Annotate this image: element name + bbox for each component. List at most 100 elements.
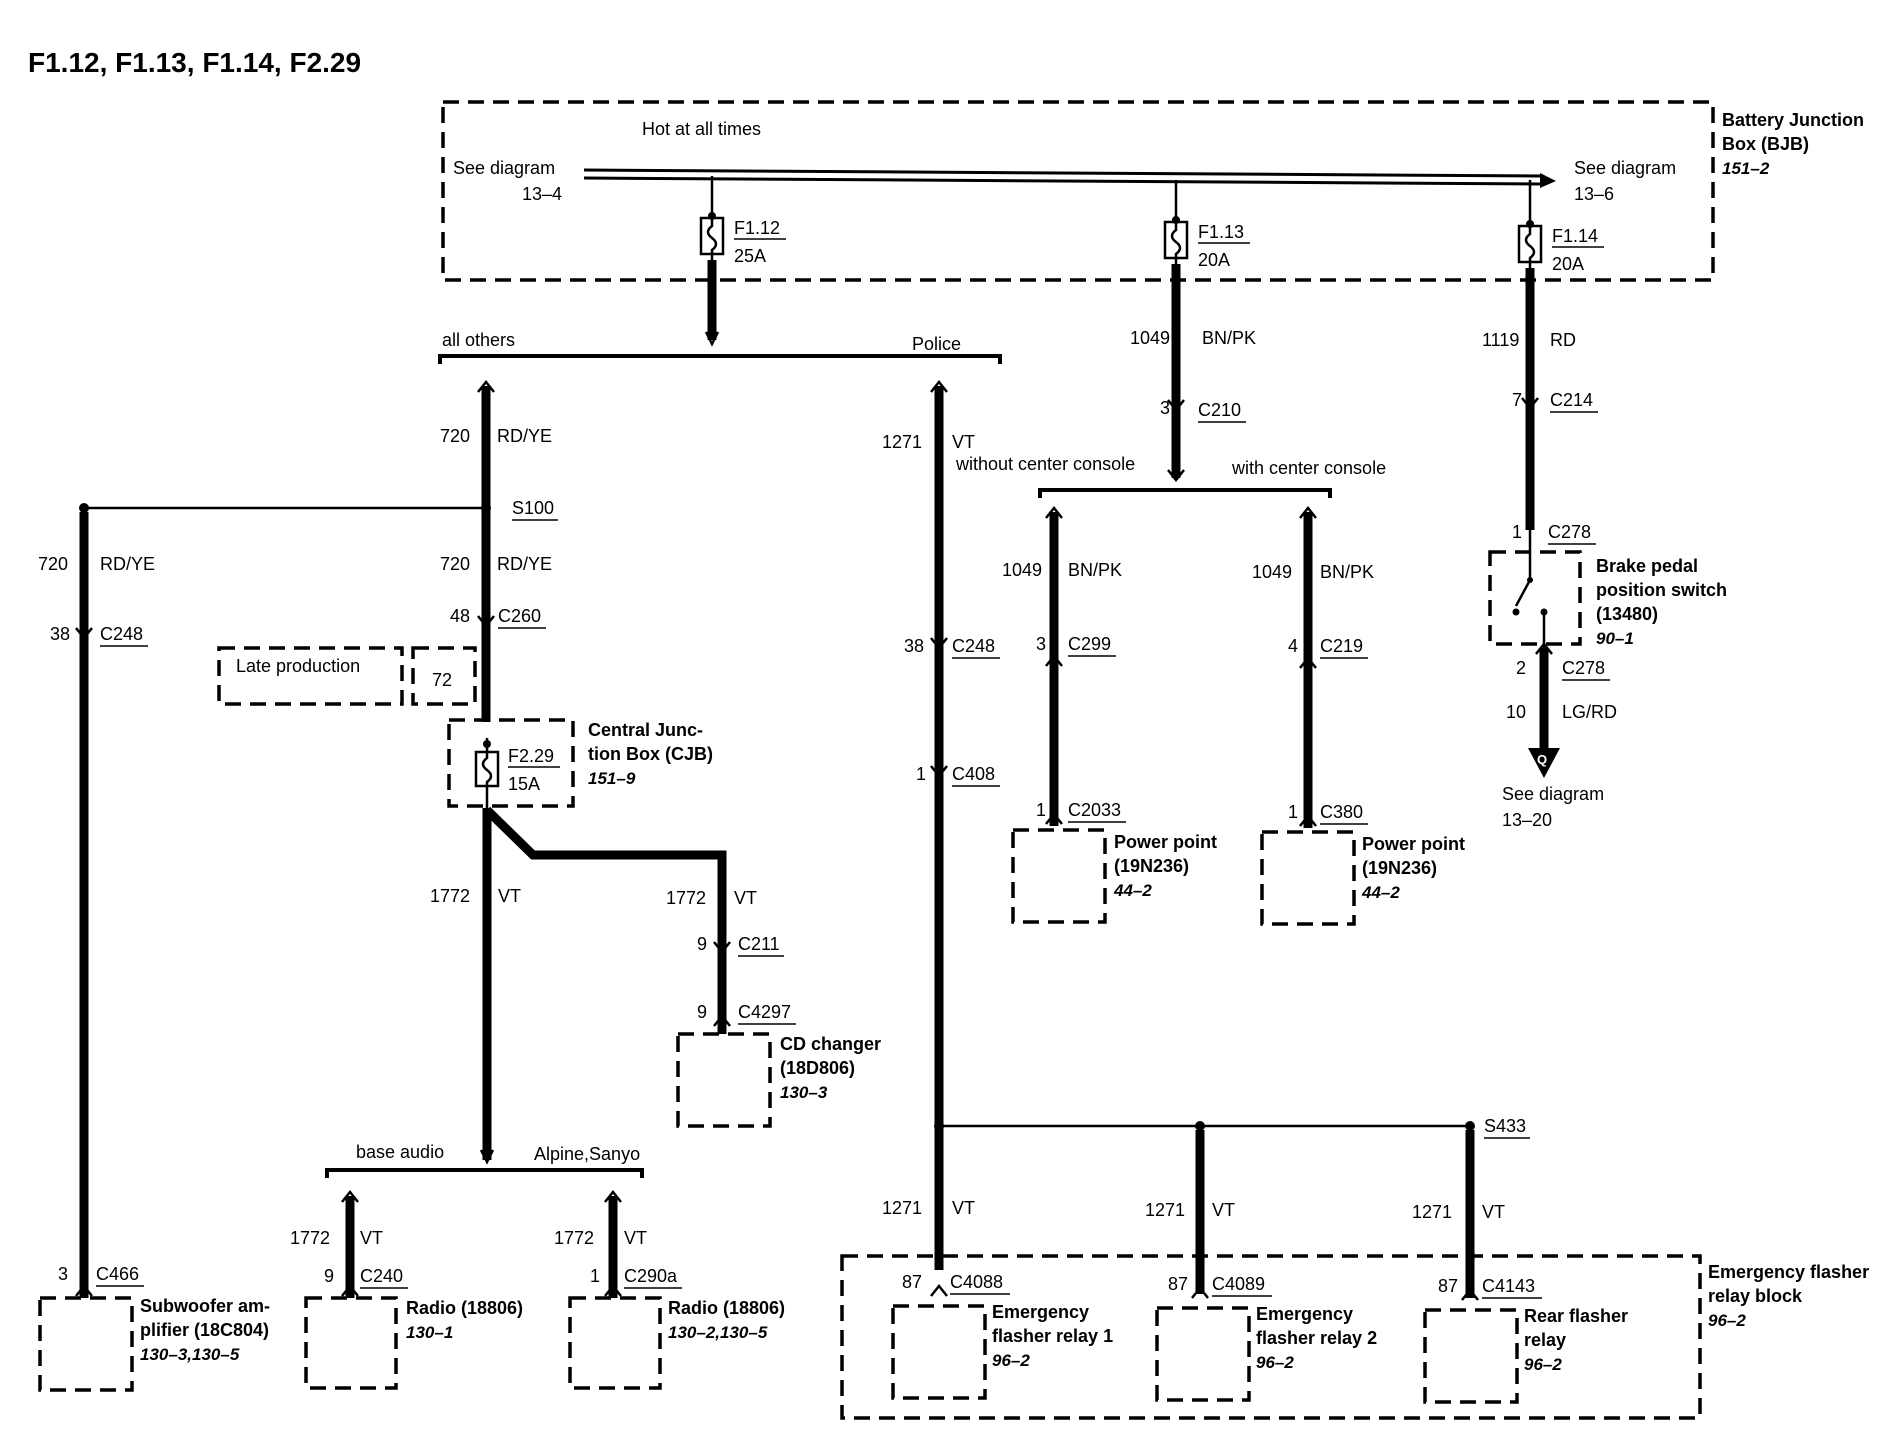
- wire-1271-color-a: VT: [952, 432, 975, 452]
- connector-c219: C219: [1320, 636, 1363, 656]
- efr-block-box: [840, 1254, 1702, 1420]
- bjb-name-2: Box (BJB): [1722, 134, 1809, 154]
- power-point-1-ref: 44–2: [1113, 881, 1152, 900]
- wire-1119-num: 1119: [1482, 330, 1519, 350]
- connector-c278-out: C278: [1562, 658, 1605, 678]
- option-bracket-audio: [325, 1168, 644, 1178]
- cd-changer-part: (18D806): [780, 1058, 855, 1078]
- splice-s433-dot: [1465, 1121, 1475, 1131]
- cd-changer-ref: 130–3: [780, 1083, 828, 1102]
- pin-c260: 48: [450, 606, 470, 626]
- subwoofer-name-1: Subwoofer am-: [140, 1296, 270, 1316]
- connector-c248-police: C248: [952, 636, 995, 656]
- wire-1271-num-a: 1271: [882, 432, 922, 452]
- connector-c278-in: C278: [1548, 522, 1591, 542]
- brake-switch-box: [1488, 550, 1582, 646]
- bjb-box: [441, 100, 1715, 282]
- connector-c210: C210: [1198, 400, 1241, 420]
- fuse-f1-12-id: F1.12: [734, 218, 780, 238]
- pin-c210: 3: [1160, 398, 1170, 418]
- wire-1772-num-b: 1772: [666, 888, 706, 908]
- wire-1049-num-c: 1049: [1252, 562, 1292, 582]
- fuse-f2-29-amp: 15A: [508, 774, 540, 794]
- efr1-name-2: flasher relay 1: [992, 1326, 1113, 1346]
- wire-1772-color-d: VT: [624, 1228, 647, 1248]
- brake-switch-part: (13480): [1596, 604, 1658, 624]
- branch-alpine-sanyo: Alpine,Sanyo: [534, 1144, 640, 1164]
- fuse-f1-14-icon: [1517, 220, 1543, 268]
- radio2-ref: 130–2,130–5: [668, 1323, 768, 1342]
- brake-see-diagram-ref: 13–20: [1502, 810, 1552, 830]
- wire-720-color-a: RD/YE: [497, 426, 552, 446]
- fuse-f1-14-amp: 20A: [1552, 254, 1584, 274]
- pin-c211: 9: [697, 934, 707, 954]
- power-point-1-box: [1011, 828, 1107, 924]
- wire-720-num-a: 720: [440, 426, 470, 446]
- wire-1049-color-b: BN/PK: [1068, 560, 1122, 580]
- efr1-box: [891, 1304, 987, 1400]
- fuse-f2-29-id: F2.29: [508, 746, 554, 766]
- pin-c408: 1: [916, 764, 926, 784]
- cd-changer-box: [676, 1032, 772, 1128]
- see-diagram-left: See diagram: [453, 158, 555, 178]
- pin-c4088: 87: [902, 1272, 922, 1292]
- fuse-f2-29-icon: [474, 738, 500, 808]
- connector-c466: C466: [96, 1264, 139, 1284]
- efr-block-ref: 96–2: [1708, 1311, 1746, 1330]
- efr-block-name-1: Emergency flasher: [1708, 1262, 1869, 1282]
- cjb-box: [447, 718, 575, 808]
- pin-c248-police: 38: [904, 636, 924, 656]
- wire-1772-cd: [483, 806, 727, 1034]
- splice-dot-police: [934, 1121, 944, 1131]
- efr1-name-1: Emergency: [992, 1302, 1089, 1322]
- late-production-label: Late production: [236, 656, 360, 676]
- connector-c260: C260: [498, 606, 541, 626]
- wire-1772-num-a: 1772: [430, 886, 470, 906]
- option-bracket-police: [438, 354, 1002, 364]
- efr2-name-1: Emergency: [1256, 1304, 1353, 1324]
- late-production-pin-box: [411, 646, 477, 706]
- see-diagram-right-ref: 13–6: [1574, 184, 1614, 204]
- cd-changer-name: CD changer: [780, 1034, 881, 1054]
- connector-c2033: C2033: [1068, 800, 1121, 820]
- radio2-box: [568, 1296, 662, 1390]
- rfr-ref: 96–2: [1524, 1355, 1562, 1374]
- pin-c2033: 1: [1036, 800, 1046, 820]
- splice-dot-left: [79, 503, 89, 513]
- wire-720-num-c: 720: [38, 554, 68, 574]
- off-page-q-arrow-icon: [1528, 748, 1560, 778]
- wire-1271-color-c: VT: [1212, 1200, 1235, 1220]
- see-diagram-right: See diagram: [1574, 158, 1676, 178]
- pin-c278-out: 2: [1516, 658, 1526, 678]
- branch-all-others: all others: [442, 330, 515, 350]
- branch-base-audio: base audio: [356, 1142, 444, 1162]
- branch-police: Police: [912, 334, 961, 354]
- radio1-box: [304, 1296, 398, 1390]
- hot-at-all-times: Hot at all times: [642, 119, 761, 139]
- wire-1119-color: RD: [1550, 330, 1576, 350]
- power-point-1-part: (19N236): [1114, 856, 1189, 876]
- power-point-1-name: Power point: [1114, 832, 1217, 852]
- branch-with-console: with center console: [1231, 458, 1386, 478]
- connector-c211: C211: [738, 934, 780, 954]
- connector-c4089: C4089: [1212, 1274, 1265, 1294]
- efr2-box: [1155, 1306, 1251, 1402]
- cjb-ref: 151–9: [588, 769, 636, 788]
- connector-c214: C214: [1550, 390, 1593, 410]
- efr1-ref: 96–2: [992, 1351, 1030, 1370]
- rfr-box: [1423, 1308, 1519, 1404]
- pin-c299: 3: [1036, 634, 1046, 654]
- pin-c4297: 9: [697, 1002, 707, 1022]
- pin-c248-sub: 38: [50, 624, 70, 644]
- fuse-f1-12-amp: 25A: [734, 246, 766, 266]
- wire-1772-num-d: 1772: [554, 1228, 594, 1248]
- rfr-name-1: Rear flasher: [1524, 1306, 1628, 1326]
- bjb-ref: 151–2: [1722, 159, 1770, 178]
- bus-bar: [583, 168, 1556, 188]
- wire-10-num: 10: [1506, 702, 1526, 722]
- wire-10-color: LG/RD: [1562, 702, 1617, 722]
- fuse-f1-12-icon: [699, 212, 725, 260]
- splice-s433: S433: [1484, 1116, 1526, 1136]
- fuse-f1-13-icon: [1163, 216, 1189, 264]
